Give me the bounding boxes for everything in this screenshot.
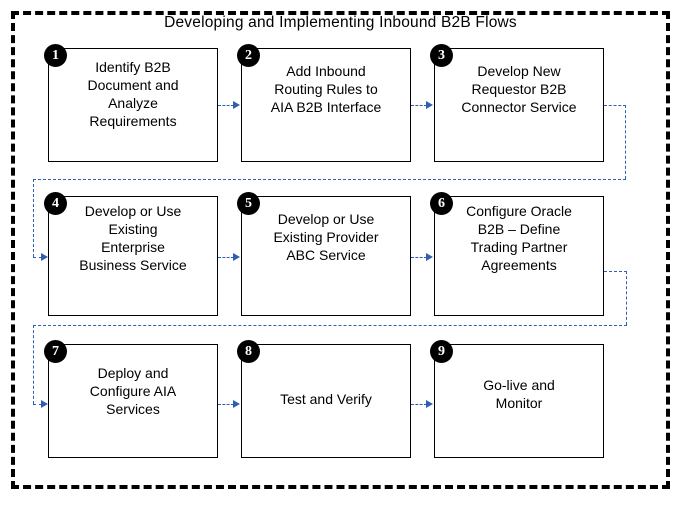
connector-2-to-3 [411,105,427,106]
process-box-1-line-4: Requirements [89,112,177,129]
process-box-6-line-2: B2B – Define [477,220,561,237]
process-box-4-line-4: Business Service [79,256,187,273]
step-badge-6: 6 [430,192,453,215]
process-box-1-line-1: Identify B2B [95,59,171,75]
process-box-5-line-3: ABC Service [286,246,366,263]
process-box-6[interactable]: Configure Oracle B2B – Define Trading Pa… [434,196,604,316]
process-box-1-line-2: Document and [87,76,179,93]
process-box-2[interactable]: Add Inbound Routing Rules to AIA B2B Int… [241,48,411,162]
connector-6-to-7-seg-down-left [33,325,34,404]
process-box-8[interactable]: Test and Verify [241,344,411,458]
connector-5-to-6 [411,257,427,258]
arrowhead-5-to-6-icon [426,252,433,261]
connector-3-to-4-seg-down-left [33,179,34,257]
process-box-5[interactable]: Develop or Use Existing Provider ABC Ser… [241,196,411,316]
process-box-6-line-3: Trading Partner [470,238,568,255]
process-box-6-line-1: Configure Oracle [466,203,572,219]
process-box-7[interactable]: Deploy and Configure AIA Services [48,344,218,458]
connector-6-to-7-seg-in [33,404,42,405]
process-box-4-label: Develop or Use Existing Enterprise Busin… [49,203,217,275]
step-badge-5: 5 [237,192,260,215]
diagram-title: Developing and Implementing Inbound B2B … [164,14,517,31]
process-box-3-label: Develop New Requestor B2B Connector Serv… [435,63,603,117]
process-box-9-line-1: Go-live and [483,377,555,393]
process-box-1-line-3: Analyze [108,94,158,111]
connector-4-to-5 [218,257,234,258]
process-box-3-line-2: Requestor B2B [471,80,567,97]
process-box-3-line-1: Develop New [477,63,561,79]
arrowhead-2-to-3-icon [426,100,433,109]
process-box-8-line-1: Test and Verify [280,391,372,407]
diagram-outer-frame [11,11,670,489]
process-box-9-label: Go-live and Monitor [435,377,603,413]
process-box-6-label: Configure Oracle B2B – Define Trading Pa… [435,203,603,275]
connector-7-to-8 [218,404,234,405]
process-box-9[interactable]: Go-live and Monitor [434,344,604,458]
process-box-4-line-2: Existing [108,220,158,237]
process-box-4[interactable]: Develop or Use Existing Enterprise Busin… [48,196,218,316]
process-box-4-line-1: Develop or Use [84,203,182,219]
step-badge-7: 7 [44,340,67,363]
process-box-2-line-1: Add Inbound [286,63,366,79]
process-box-5-line-1: Develop or Use [277,211,375,227]
connector-6-to-7-seg-across [33,325,627,326]
process-box-5-label: Develop or Use Existing Provider ABC Ser… [242,211,410,265]
process-box-2-line-3: AIA B2B Interface [270,98,382,115]
connector-3-to-4-seg-in [33,257,42,258]
arrowhead-7-to-8-icon [233,399,240,408]
connector-6-to-7-seg-down-right [626,271,627,325]
process-box-3-line-3: Connector Service [461,98,577,115]
process-box-6-line-4: Agreements [481,256,557,273]
arrowhead-3-to-4-icon [41,252,48,261]
step-badge-2: 2 [237,44,260,67]
process-box-9-line-2: Monitor [495,394,543,411]
process-box-2-label: Add Inbound Routing Rules to AIA B2B Int… [242,63,410,117]
arrowhead-8-to-9-icon [426,399,433,408]
arrowhead-4-to-5-icon [233,252,240,261]
process-box-2-line-2: Routing Rules to [274,80,378,97]
connector-3-to-4-seg-down-right [625,105,626,179]
connector-8-to-9 [411,404,427,405]
process-box-7-line-3: Services [106,400,160,417]
process-box-7-line-2: Configure AIA [89,382,177,399]
process-box-5-line-2: Existing Provider [273,228,379,245]
step-badge-4: 4 [44,192,67,215]
process-box-7-label: Deploy and Configure AIA Services [49,365,217,419]
process-box-7-line-1: Deploy and [97,365,169,381]
arrowhead-6-to-7-icon [41,399,48,408]
step-badge-8: 8 [237,340,260,363]
process-box-1[interactable]: Identify B2B Document and Analyze Requir… [48,48,218,162]
step-badge-3: 3 [430,44,453,67]
connector-3-to-4-seg-right [604,105,626,106]
arrowhead-1-to-2-icon [233,100,240,109]
process-box-8-label: Test and Verify [242,391,410,409]
connector-1-to-2 [218,105,234,106]
connector-3-to-4-seg-across [33,179,626,180]
step-badge-1: 1 [44,44,67,67]
connector-6-to-7-seg-right [604,271,627,272]
process-box-1-label: Identify B2B Document and Analyze Requir… [49,59,217,131]
process-box-3[interactable]: Develop New Requestor B2B Connector Serv… [434,48,604,162]
step-badge-9: 9 [430,340,453,363]
process-box-4-line-3: Enterprise [101,238,165,255]
